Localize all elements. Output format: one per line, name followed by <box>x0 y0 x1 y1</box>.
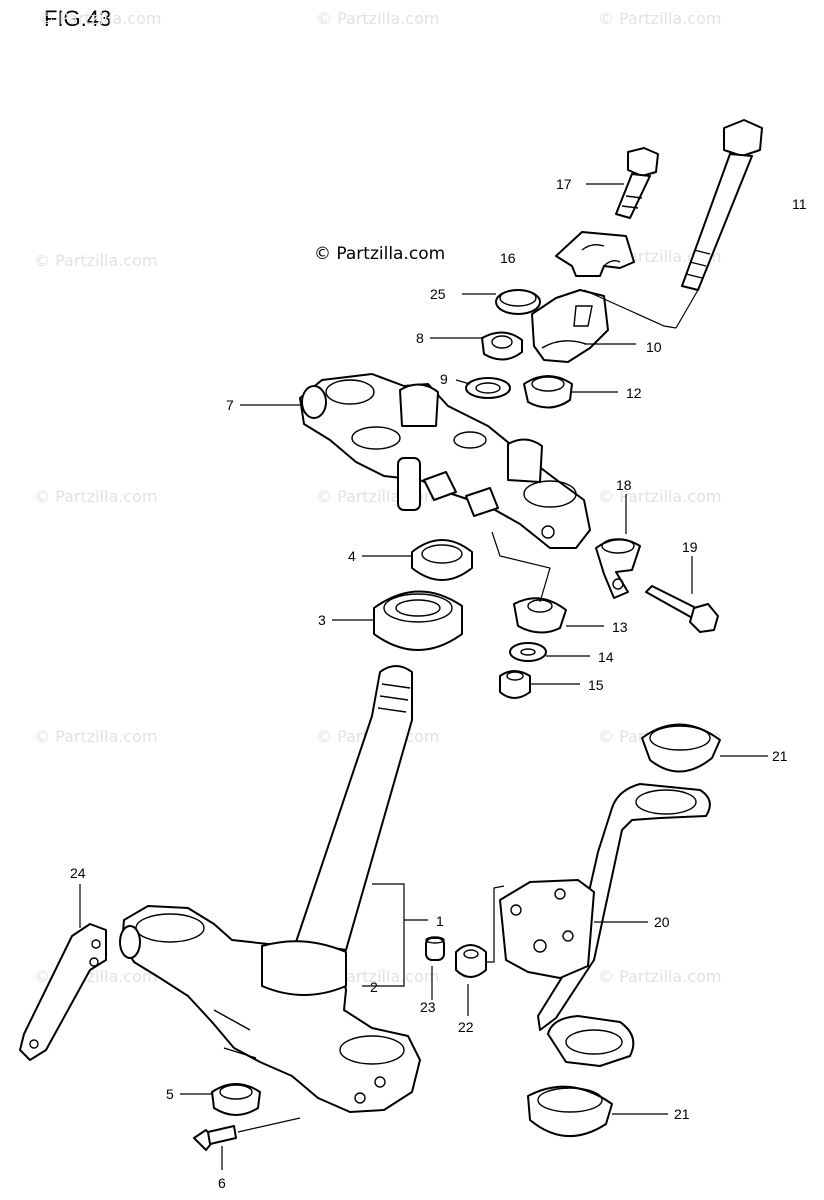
callout-labels: 1 2 3 4 5 6 7 8 9 10 11 12 13 14 15 16 1… <box>70 176 807 1191</box>
part-19-bolt <box>645 585 719 633</box>
part-24-bracket <box>19 923 107 1061</box>
part-20-headlight-bracket <box>499 783 711 1067</box>
callout-20: 20 <box>654 914 670 930</box>
part-14-washer <box>509 642 547 662</box>
part-6-bolt <box>193 1125 237 1151</box>
callout-24: 24 <box>70 865 86 881</box>
copyright-notice: © Partzilla.com <box>314 244 446 264</box>
watermark: © Partzilla.com <box>34 251 157 270</box>
part-25-cap <box>495 289 541 315</box>
part-4-lock-nut <box>411 539 473 581</box>
part-16-handlebar-holder-upper <box>555 231 635 277</box>
part-13-clamp <box>513 597 567 634</box>
part-21-grommet-lower <box>527 1085 613 1137</box>
callout-18: 18 <box>616 477 632 493</box>
callout-17: 17 <box>556 176 572 192</box>
callout-9: 9 <box>440 371 448 387</box>
watermark: © Partzilla.com <box>598 487 721 506</box>
callout-19: 19 <box>682 539 698 555</box>
part-23-collar <box>425 936 445 961</box>
part-17-bolt <box>615 147 659 219</box>
part-12-cushion <box>523 375 573 409</box>
figure-title: FIG.43 <box>44 6 112 31</box>
watermark: © Partzilla.com <box>598 9 721 28</box>
watermark: © Partzilla.com <box>598 967 721 986</box>
part-21-grommet-upper <box>641 723 721 773</box>
callout-4: 4 <box>348 548 356 564</box>
callout-12: 12 <box>626 385 642 401</box>
part-22-nut <box>455 944 487 978</box>
watermark: © Partzilla.com <box>316 9 439 28</box>
callout-21-lower: 21 <box>674 1106 690 1122</box>
part-10-handlebar-holder-lower <box>531 289 609 363</box>
callout-11: 11 <box>792 196 807 212</box>
callout-3: 3 <box>318 612 326 628</box>
part-5-cap <box>211 1083 261 1116</box>
watermark: © Partzilla.com <box>38 9 161 28</box>
callout-22: 22 <box>458 1019 474 1035</box>
callout-23: 23 <box>420 999 436 1015</box>
leader-lines <box>79 183 768 1170</box>
callout-5: 5 <box>166 1086 174 1102</box>
callout-8: 8 <box>416 330 424 346</box>
part-1-steering-stem <box>295 665 413 951</box>
part-8-nut <box>481 331 523 361</box>
watermark: © Partzilla.com <box>34 487 157 506</box>
callout-2: 2 <box>370 979 378 995</box>
part-18-clamp <box>595 538 641 599</box>
part-7-steering-stem-upper-bracket <box>299 373 591 549</box>
callout-16: 16 <box>500 250 516 266</box>
callout-6: 6 <box>218 1175 226 1191</box>
watermark: © Partzilla.com <box>34 727 157 746</box>
part-11-steering-stem-bolt <box>681 119 763 291</box>
part-9-washer <box>465 377 511 399</box>
callout-15: 15 <box>588 677 604 693</box>
callout-21-upper: 21 <box>772 748 788 764</box>
callout-14: 14 <box>598 649 614 665</box>
part-3-bearing <box>373 590 463 651</box>
part-15-nut <box>499 670 531 699</box>
callout-7: 7 <box>226 397 234 413</box>
part-2-steering-stem-lower-bracket <box>119 905 421 1113</box>
callout-10: 10 <box>646 339 662 355</box>
callout-13: 13 <box>612 619 628 635</box>
callout-25: 25 <box>430 286 446 302</box>
callout-1: 1 <box>436 913 444 929</box>
